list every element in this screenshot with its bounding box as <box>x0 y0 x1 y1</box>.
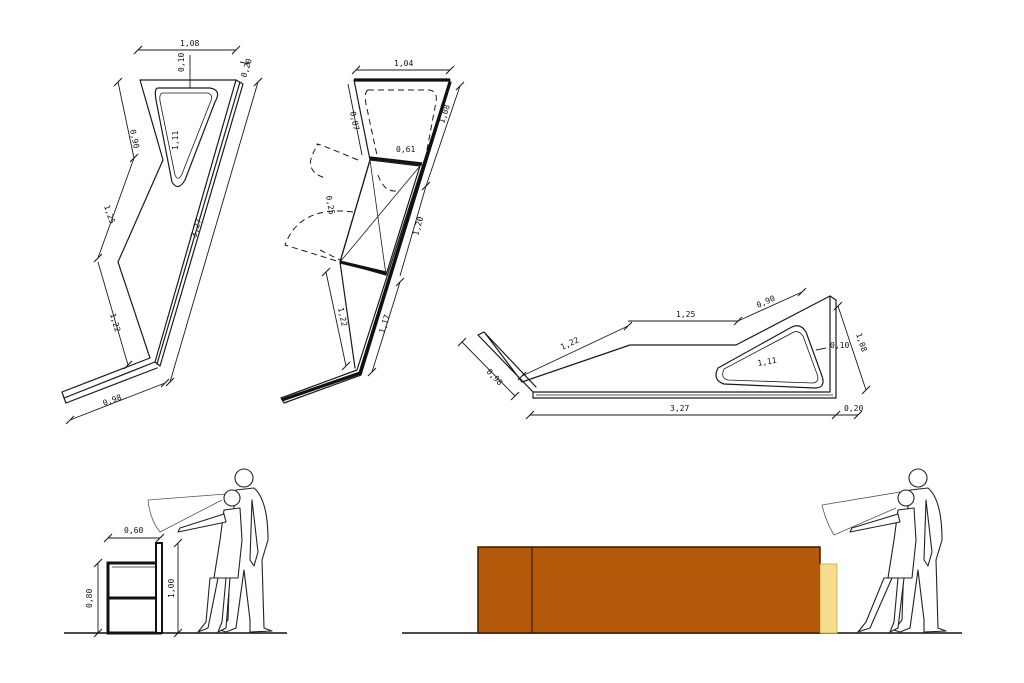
plan-2-slot <box>364 89 437 161</box>
plan-1-dim-slot: 1,11 <box>171 131 180 150</box>
plan-view-1: 1,08 0,10 0,20 1,11 0,90 1,25 1,22 0,98 … <box>61 39 263 425</box>
plan-2-dim-top: 1,04 <box>394 59 413 68</box>
plan-1-dim-top: 1,08 <box>180 39 199 48</box>
person-woman-right <box>849 489 917 633</box>
plan-1-dim-left-upper: 0,90 <box>128 129 141 150</box>
plan-view-2: 1,04 0,87 0,61 0,25 1,08 1,20 1,22 1,17 <box>280 59 465 404</box>
front-counter <box>477 546 821 634</box>
plan-3-slot <box>715 325 824 389</box>
plan-3-dim-thickness: 0,20 <box>844 404 863 413</box>
plan-3-dim-notch: 0,10 <box>830 341 849 350</box>
plan-1-slot <box>154 87 219 188</box>
plan-3-dim-right: 1,08 <box>854 332 869 353</box>
plan-1-dim-notch: 0,10 <box>177 53 186 72</box>
plan-1-dim-left-mid: 1,25 <box>102 204 117 225</box>
plan-2-dim-cabinet: 0,61 <box>396 145 415 154</box>
front-counter-edge <box>819 563 838 634</box>
plan-1-outline <box>61 79 237 399</box>
plan-1-dim-thickness: 0,20 <box>239 57 254 78</box>
plan-3-outline <box>477 295 831 393</box>
plan-2-dim-right-mid: 1,20 <box>411 215 425 236</box>
plan-2-dim-door: 0,25 <box>324 195 336 216</box>
side-dim-height-screen: 1,00 <box>167 579 176 598</box>
side-dim-height-counter: 0,80 <box>85 589 94 608</box>
plan-3-dim-slot: 1,11 <box>757 356 778 368</box>
plan-3-dim-upper-right: 0,90 <box>755 294 776 310</box>
side-elevation: 0,60 0,80 1,00 <box>64 468 287 638</box>
plan-2-dim-left-lower: 1,22 <box>336 307 349 328</box>
plan-3-dim-upper-mid: 1,25 <box>676 310 695 319</box>
side-view-cone <box>147 493 227 533</box>
plan-1-dim-bottom: 0,98 <box>102 393 123 408</box>
plan-3-dim-left: 0,98 <box>485 367 505 387</box>
plan-3-dim-length: 3,27 <box>670 404 689 413</box>
plan-3-dim-upper-left: 1,22 <box>559 335 580 351</box>
person-woman-left <box>177 489 243 633</box>
plan-2-dim-left-upper: 0,87 <box>348 111 361 132</box>
plan-2-dim-right-upper: 1,08 <box>437 103 452 124</box>
plan-1-dim-left-lower: 1,22 <box>108 312 122 333</box>
side-screen <box>155 542 163 634</box>
plan-view-3: 0,98 1,22 1,25 0,90 1,11 0,10 1,08 3,27 … <box>457 287 871 420</box>
side-dim-width: 0,60 <box>124 526 143 535</box>
front-elevation <box>402 468 962 634</box>
front-view-cone <box>821 491 901 536</box>
